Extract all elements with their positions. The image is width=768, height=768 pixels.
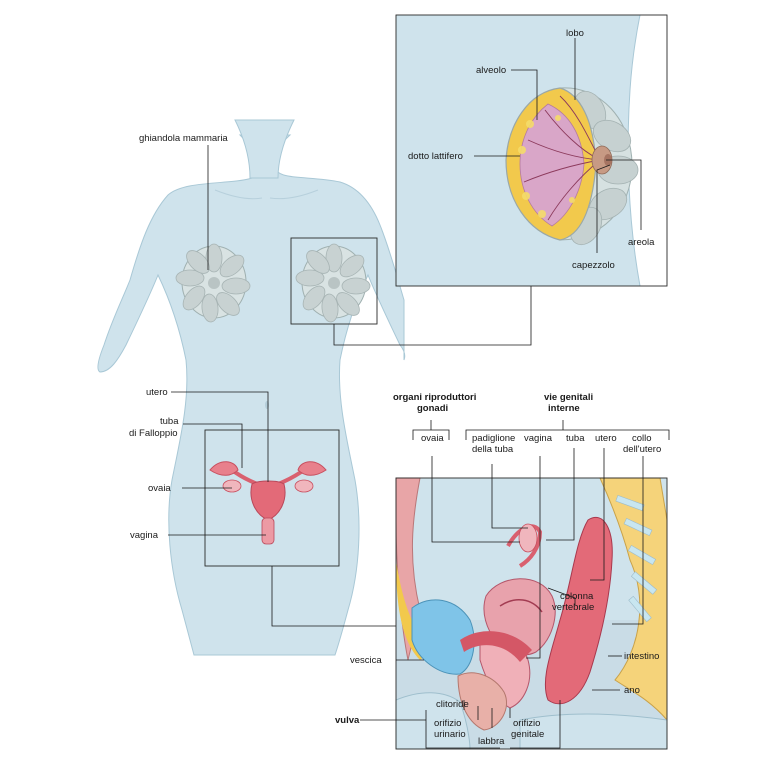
label-infundibulum-line1: padiglione — [472, 433, 515, 444]
label-urethral-orifice-line1: orifizio — [434, 718, 461, 729]
label-milk-duct: dotto lattifero — [408, 151, 463, 162]
label-group-organs-line1: organi riproduttori — [393, 392, 476, 403]
label-uterus-body: utero — [146, 387, 168, 398]
label-genital-orifice-line1: orifizio — [513, 718, 540, 729]
label-group-internal-line2: interne — [548, 403, 580, 414]
label-infundibulum-line2: della tuba — [472, 444, 514, 455]
label-tube-line2: di Falloppio — [129, 428, 178, 439]
label-urethral-orifice-line2: urinario — [434, 729, 466, 740]
label-vulva: vulva — [335, 715, 360, 726]
breast-detail-frame — [395, 14, 668, 287]
label-areola: areola — [628, 237, 655, 248]
label-anus: ano — [624, 685, 640, 696]
body-reproductive-organs — [209, 461, 327, 545]
label-vagina-body: vagina — [130, 530, 159, 541]
right-breast-gland — [295, 243, 371, 323]
label-ovary-section: ovaia — [421, 433, 444, 444]
label-tube-section: tuba — [566, 433, 585, 444]
label-spine-line1: colonna — [560, 591, 594, 602]
label-genital-orifice-line2: genitale — [511, 729, 544, 740]
label-nipple: capezzolo — [572, 260, 615, 271]
label-bladder: vescica — [350, 655, 382, 666]
body-silhouette — [97, 119, 406, 656]
label-group-internal-line1: vie genitali — [544, 392, 593, 403]
label-intestine: intestino — [624, 651, 659, 662]
label-tube-line1: tuba — [160, 416, 179, 427]
breast-detail-panel — [396, 14, 667, 287]
label-spine-line2: vertebrale — [552, 602, 594, 613]
breast-connector-line — [333, 286, 532, 346]
label-ovary-body: ovaia — [148, 483, 171, 494]
label-alveolus: alveolo — [476, 65, 506, 76]
pelvis-section-panel — [395, 477, 668, 750]
label-cervix-line2: dell'utero — [623, 444, 661, 455]
label-lobe: lobo — [566, 28, 584, 39]
leader-lines — [168, 38, 670, 749]
pelvis-connector-line — [271, 566, 396, 627]
label-mammary-gland: ghiandola mammaria — [139, 133, 228, 144]
label-labia: labbra — [478, 736, 505, 747]
pelvis-section-frame — [395, 477, 668, 750]
label-clitoris: clitoride — [436, 699, 469, 710]
label-uterus-section: utero — [595, 433, 617, 444]
label-vagina-section: vagina — [524, 433, 553, 444]
left-breast-gland — [175, 243, 251, 323]
label-group-organs-line2: gonadi — [417, 403, 448, 414]
label-cervix-line1: collo — [632, 433, 652, 444]
